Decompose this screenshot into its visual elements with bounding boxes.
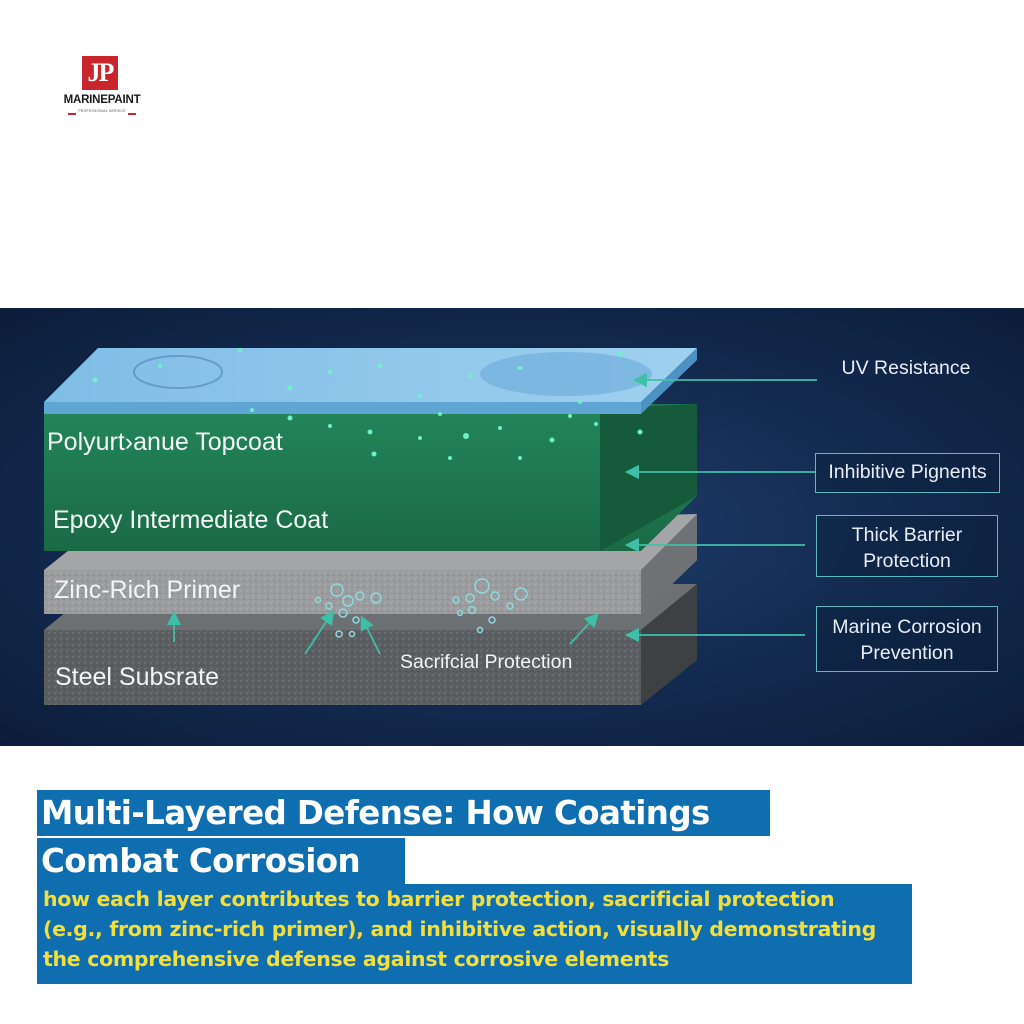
page-title-line-1: Multi-Layered Defense: How Coatings: [37, 790, 770, 836]
subtitle-band: [37, 884, 912, 984]
zinc-bubbles: [314, 578, 528, 638]
callout-line: Marine Corrosion: [832, 616, 982, 638]
subtitle-line-3: the comprehensive defense against corros…: [43, 947, 670, 971]
logo-accent-bar-left: [68, 113, 76, 115]
sacrificial-pointer-edge: [569, 612, 599, 645]
glow-particles: [92, 348, 643, 460]
brand-name: MARINEPAINT: [63, 94, 141, 106]
jp-logo-mark: JP: [82, 56, 118, 90]
callout-connectors: [166, 372, 817, 655]
layer-label-primer: Zinc-Rich Primer: [54, 576, 241, 604]
layer-label-steel: Steel Subsrate: [55, 663, 219, 691]
callout-line: Thick Barrier: [851, 524, 963, 546]
callout-uv-resistance: UV Resistance: [828, 355, 984, 381]
callout-line: Protection: [863, 550, 951, 572]
coating-layers-diagram: Polyurt›anue Topcoat Epoxy Intermediate …: [0, 308, 1024, 746]
callout-line: Inhibitive Pignents: [828, 461, 987, 483]
callout-line: Prevention: [860, 642, 954, 664]
marinepaint-logo: JP MARINEPAINT PROFESSIONAL SERVICE: [60, 56, 144, 124]
sacrificial-pointer-right: [360, 615, 381, 655]
subtitle-line-2: (e.g., from zinc-rich primer), and inhib…: [43, 917, 877, 941]
callout-marine-corrosion: Marine Corrosion Prevention: [816, 606, 998, 672]
layer-label-epoxy: Epoxy Intermediate Coat: [53, 506, 329, 534]
subtitle-line-1: how each layer contributes to barrier pr…: [43, 887, 835, 911]
callout-thick-barrier: Thick Barrier Protection: [816, 515, 998, 577]
brand-tagline: PROFESSIONAL SERVICE: [78, 109, 126, 113]
layers-illustration: [44, 348, 817, 705]
logo-accent-bar-right: [128, 113, 136, 115]
polyurethane-topcoat-layer: [44, 348, 697, 414]
callout-inhibitive-pigments: Inhibitive Pignents: [815, 453, 1000, 493]
sacrificial-pointer-left: [304, 609, 334, 655]
callout-line: UV Resistance: [841, 357, 971, 379]
sacrificial-protection-label: Sacrifcial Protection: [400, 651, 573, 673]
page-title-line-2: Combat Corrosion: [37, 838, 405, 884]
layer-label-topcoat: Polyurt›anue Topcoat: [47, 428, 283, 456]
epoxy-intermediate-layer: [44, 404, 697, 551]
